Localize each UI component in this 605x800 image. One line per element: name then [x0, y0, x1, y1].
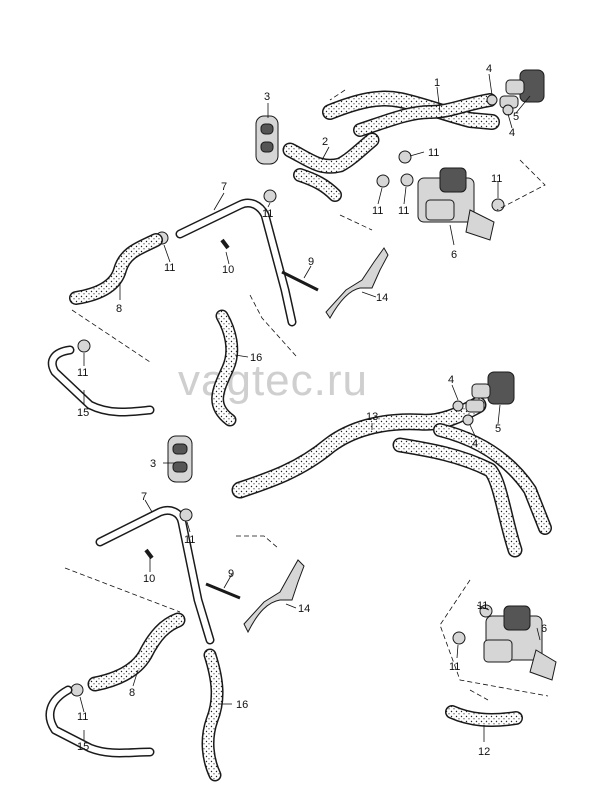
callout-3: 3	[150, 458, 156, 470]
upper-assembly	[47, 69, 546, 427]
callout-11: 11	[77, 367, 88, 379]
callout-15: 15	[77, 407, 89, 419]
callout-10: 10	[222, 264, 234, 276]
callout-11: 11	[262, 208, 273, 220]
lower-assembly	[45, 371, 557, 782]
callout-11: 11	[164, 262, 175, 274]
callout-14: 14	[376, 292, 388, 304]
leader-lines	[79, 73, 541, 742]
callout-11: 11	[491, 173, 502, 185]
callout-13: 13	[366, 411, 378, 423]
callout-9: 9	[308, 256, 314, 268]
callout-14: 14	[298, 603, 310, 615]
callout-5: 5	[495, 423, 501, 435]
callout-2: 2	[322, 136, 328, 148]
callout-7: 7	[141, 491, 147, 503]
callout-11: 11	[372, 205, 383, 217]
callout-15: 15	[77, 741, 89, 753]
callout-9: 9	[228, 568, 234, 580]
callout-11: 11	[398, 205, 409, 217]
callout-7: 7	[221, 181, 227, 193]
callout-labels: 3 1 2 4 4 5 6 7 8 9 10 11 11 11 11 11 11…	[77, 63, 547, 758]
callout-4: 4	[472, 438, 478, 450]
callout-11: 11	[184, 534, 195, 546]
callout-12: 12	[478, 746, 490, 758]
callout-16: 16	[236, 699, 248, 711]
callout-10: 10	[143, 573, 155, 585]
callout-5: 5	[513, 111, 519, 123]
callout-6: 6	[541, 623, 547, 635]
callout-11: 11	[477, 600, 488, 612]
callout-6: 6	[451, 249, 457, 261]
callout-11: 11	[449, 661, 460, 673]
callout-11: 11	[77, 711, 88, 723]
callout-4: 4	[509, 127, 515, 139]
callout-4: 4	[448, 374, 454, 386]
callout-16: 16	[250, 352, 262, 364]
callout-4: 4	[486, 63, 492, 75]
callout-11: 11	[428, 147, 439, 159]
callout-1: 1	[434, 77, 440, 89]
callout-8: 8	[129, 687, 135, 699]
callout-8: 8	[116, 303, 122, 315]
callout-3: 3	[264, 91, 270, 103]
watermark-text: vagtec.ru	[178, 356, 368, 405]
